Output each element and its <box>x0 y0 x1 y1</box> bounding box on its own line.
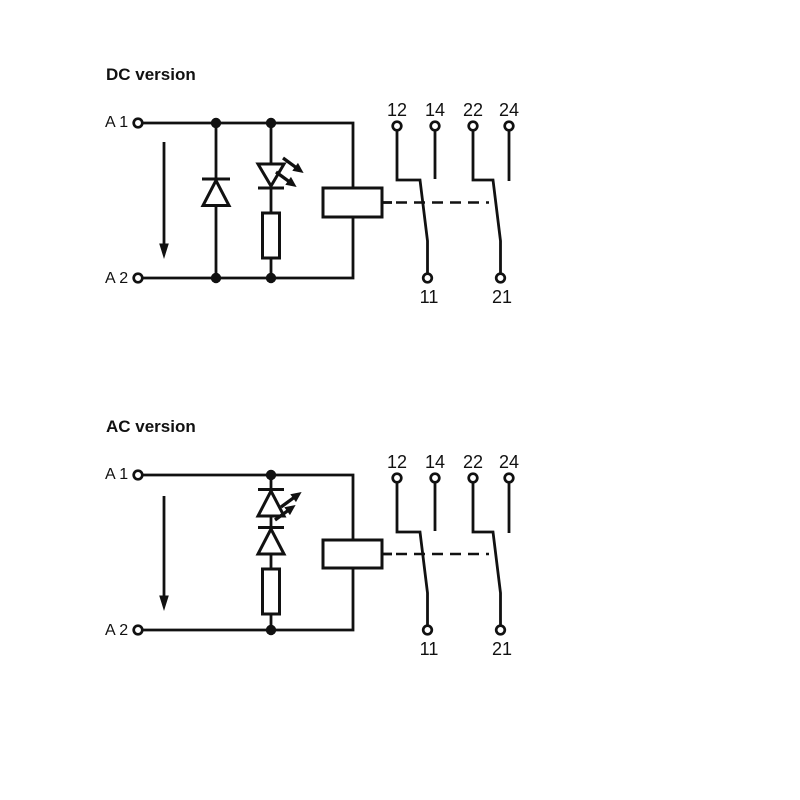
terminal-label-21: 21 <box>492 287 512 307</box>
led-emission-arrows-icon <box>274 492 302 522</box>
relay-coil <box>321 186 384 219</box>
terminal-label-21: 21 <box>492 639 512 659</box>
terminal-label-11: 11 <box>420 639 439 659</box>
junction-dot <box>265 272 277 284</box>
contact-pole2-blade <box>471 131 502 274</box>
terminal-22 <box>467 472 479 484</box>
terminal-label-22: 22 <box>463 100 483 120</box>
terminal-11 <box>421 272 434 284</box>
terminal-label-24: 24 <box>499 452 519 472</box>
dc-title: DC version <box>106 65 196 84</box>
contact-set: 12 14 22 24 11 21 <box>387 452 519 659</box>
bottom-rail-wire <box>143 568 355 632</box>
terminal-label-22: 22 <box>463 452 483 472</box>
ac-version-diagram: AC version A 1 A 2 <box>105 417 519 659</box>
indicator-led <box>255 123 287 213</box>
a1-label: A 1 <box>105 114 128 131</box>
terminal-14 <box>429 120 441 132</box>
led-emission-arrows-icon <box>275 156 304 187</box>
a1-terminal <box>132 117 144 129</box>
terminal-label-14: 14 <box>425 100 445 120</box>
current-direction-arrow-icon <box>159 142 169 259</box>
contact-pole2-blade <box>471 483 502 626</box>
contact-pole1-blade <box>395 131 429 274</box>
terminal-label-14: 14 <box>425 452 445 472</box>
current-direction-arrow-icon <box>159 496 169 611</box>
terminal-11 <box>421 624 434 636</box>
terminal-24 <box>503 472 515 484</box>
terminal-label-12: 12 <box>387 452 407 472</box>
bottom-rail-wire <box>143 217 355 280</box>
contact-pole1-blade <box>395 483 429 626</box>
indicator-led <box>255 475 287 518</box>
a2-terminal <box>132 624 144 636</box>
terminal-label-12: 12 <box>387 100 407 120</box>
resistor <box>261 211 281 260</box>
terminal-22 <box>467 120 479 132</box>
dc-version-diagram: DC version A 1 A 2 <box>105 65 519 307</box>
junction-dot <box>265 117 277 129</box>
relay-coil <box>321 538 384 570</box>
terminal-label-24: 24 <box>499 100 519 120</box>
series-diode <box>255 516 287 569</box>
top-rail-wire <box>143 473 355 540</box>
a2-terminal <box>132 272 144 284</box>
terminal-12 <box>391 120 403 132</box>
junction-dot <box>210 272 222 284</box>
contact-set: 12 14 22 24 11 21 <box>387 100 519 307</box>
ac-title: AC version <box>106 417 196 436</box>
terminal-21 <box>494 624 507 636</box>
a2-label: A 2 <box>105 270 128 287</box>
a2-label: A 2 <box>105 622 128 639</box>
suppressor-diode <box>200 123 232 278</box>
terminal-label-11: 11 <box>420 287 439 307</box>
a1-label: A 1 <box>105 466 128 483</box>
junction-dot <box>265 624 277 636</box>
junction-dot <box>265 469 277 481</box>
terminal-12 <box>391 472 403 484</box>
terminal-14 <box>429 472 441 484</box>
a1-terminal <box>132 469 144 481</box>
terminal-24 <box>503 120 515 132</box>
terminal-21 <box>494 272 507 284</box>
junction-dot <box>210 117 222 129</box>
top-rail-wire <box>143 121 355 188</box>
resistor <box>261 567 281 616</box>
